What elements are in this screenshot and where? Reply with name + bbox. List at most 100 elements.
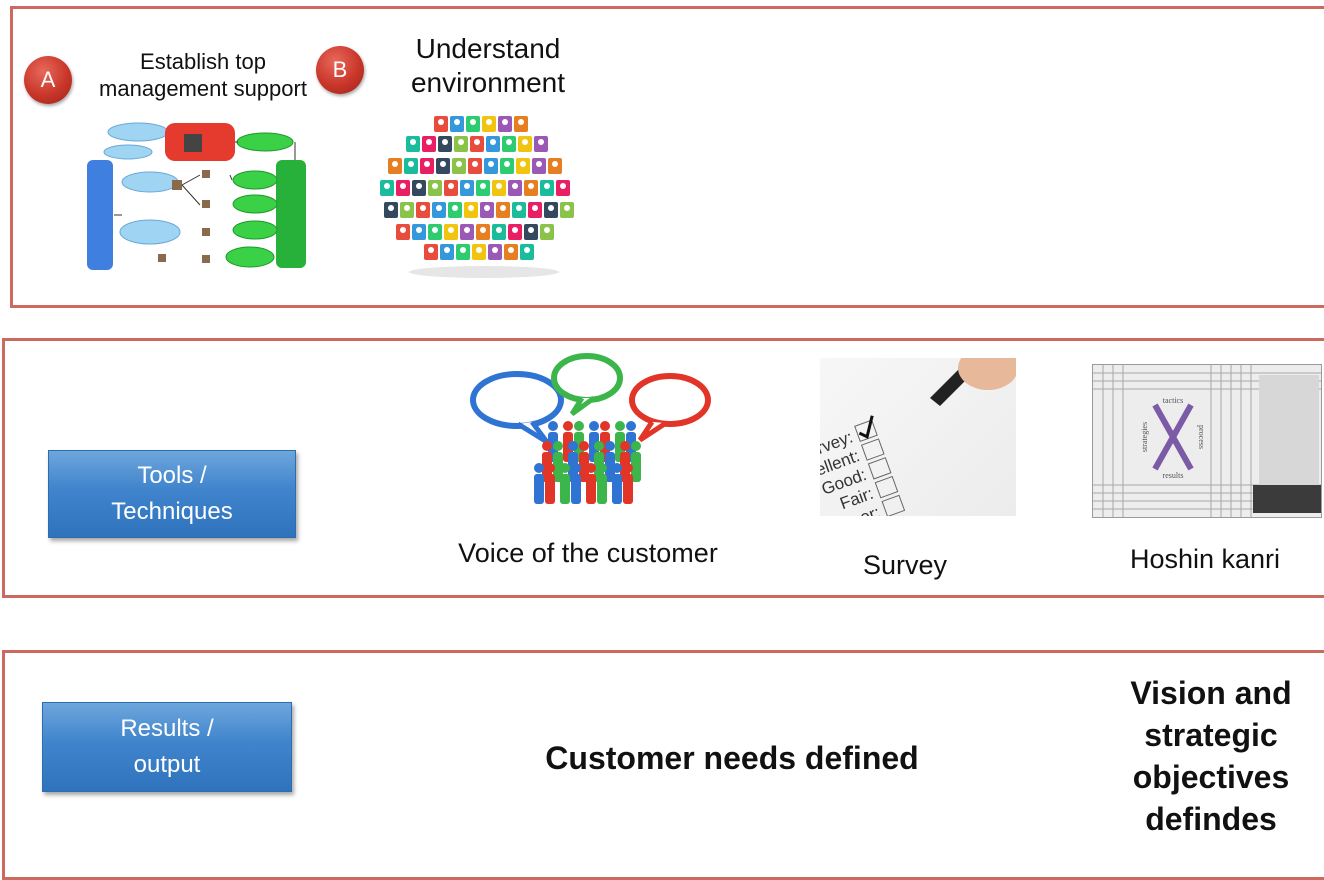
person-icon (548, 205, 554, 211)
crowd-person-body (534, 474, 544, 504)
tool-label-survey: Survey (862, 550, 948, 580)
person-icon (472, 161, 478, 167)
person-icon (552, 161, 558, 167)
crowd-person-head (605, 441, 615, 451)
step-b-label-line1: Understand (415, 33, 561, 64)
person-icon (454, 119, 460, 125)
tools-button-line1: Tools / (137, 462, 207, 489)
person-icon (458, 139, 464, 145)
result-customer-needs-defined: Customer needs defined (545, 740, 919, 776)
result-vision-line: objectives (1132, 759, 1290, 795)
person-icon (486, 119, 492, 125)
survey-card-graphic: Survey: Excellent: Good: Fair: Poor: (820, 358, 1016, 516)
crowd-person-head (589, 421, 599, 431)
person-icon (504, 161, 510, 167)
crowd-person-body (579, 452, 589, 482)
crowd-person-head (534, 463, 544, 473)
hoshin-matrix-graphic: tactics results strategies process (1093, 365, 1321, 517)
step-b-label-line2: environment (410, 67, 566, 98)
result-vision-objectives: Vision and strategic objectives defindes (1100, 672, 1322, 840)
results-output-button[interactable]: Results / output (42, 702, 292, 792)
hoshin-label-right: process (1197, 425, 1206, 449)
person-icon (470, 119, 476, 125)
hoshin-label-bottom: results (1163, 471, 1184, 480)
survey-image: Survey: Excellent: Good: Fair: Poor: (820, 358, 1016, 516)
crowd-person-head (631, 441, 641, 451)
badge-a: A (24, 56, 72, 104)
step-b-label: Understand environment (378, 32, 598, 100)
person-icon (480, 227, 486, 233)
person-icon (456, 161, 462, 167)
crowd-person-head (545, 463, 555, 473)
person-icon (400, 183, 406, 189)
hoshin-label-top: tactics (1163, 396, 1183, 405)
crowd-person-head (548, 421, 558, 431)
tools-button-line2: Techniques (111, 498, 233, 525)
person-icon (502, 119, 508, 125)
person-icon (416, 227, 422, 233)
crowd-person-head (600, 421, 610, 431)
person-icon (428, 247, 434, 253)
person-icon (532, 205, 538, 211)
person-icon (512, 227, 518, 233)
crowd-person-head (612, 463, 622, 473)
person-icon (496, 183, 502, 189)
person-icon (560, 183, 566, 189)
person-icon (506, 139, 512, 145)
person-icon (500, 205, 506, 211)
results-button-line2: output (133, 751, 201, 778)
crowd-person-body (612, 474, 622, 504)
person-icon (508, 247, 514, 253)
crowd-person-body (597, 474, 607, 504)
tools-techniques-button[interactable]: Tools / Techniques (48, 450, 296, 538)
person-icon (518, 119, 524, 125)
person-icon (408, 161, 414, 167)
person-icon (484, 205, 490, 211)
hoshin-label-left: strategies (1140, 422, 1149, 452)
person-icon (384, 183, 390, 189)
person-icon (448, 227, 454, 233)
crowd-person-head (542, 441, 552, 451)
crowd-person-body (605, 452, 615, 482)
crowd-person-head (623, 463, 633, 473)
person-icon (468, 205, 474, 211)
person-icon (544, 183, 550, 189)
person-icon (564, 205, 570, 211)
person-icon (444, 247, 450, 253)
crowd-person-body (631, 452, 641, 482)
hoshin-kanri-image: tactics results strategies process (1092, 364, 1322, 518)
person-icon (432, 227, 438, 233)
voice-of-customer-image (470, 353, 711, 504)
crowd-person-head (568, 441, 578, 451)
crowd-person-head (563, 421, 573, 431)
person-icon (476, 247, 482, 253)
step-a-label: Establish top management support (68, 48, 338, 102)
person-icon (538, 139, 544, 145)
person-icon (488, 161, 494, 167)
crowd-person-head (615, 421, 625, 431)
results-button-line1: Results / (120, 715, 214, 742)
person-icon (438, 119, 444, 125)
person-icon (512, 183, 518, 189)
person-icon (474, 139, 480, 145)
tool-label-voice-of-customer: Voice of the customer (458, 538, 718, 568)
result-vision-line: Vision and (1130, 675, 1292, 711)
person-icon (460, 247, 466, 253)
person-icon (392, 161, 398, 167)
person-icon (440, 161, 446, 167)
person-icon (496, 227, 502, 233)
result-vision-line: defindes (1145, 801, 1277, 837)
badge-b: B (316, 46, 364, 94)
person-icon (516, 205, 522, 211)
crowd-person-head (560, 463, 570, 473)
person-icon (426, 139, 432, 145)
management-org-chart-image (87, 122, 306, 270)
crowd-person-body (545, 474, 555, 504)
person-icon (490, 139, 496, 145)
person-icon (416, 183, 422, 189)
crowd-person-head (586, 463, 596, 473)
person-icon (524, 247, 530, 253)
person-icon (448, 183, 454, 189)
person-icon (464, 183, 470, 189)
person-icon (404, 205, 410, 211)
